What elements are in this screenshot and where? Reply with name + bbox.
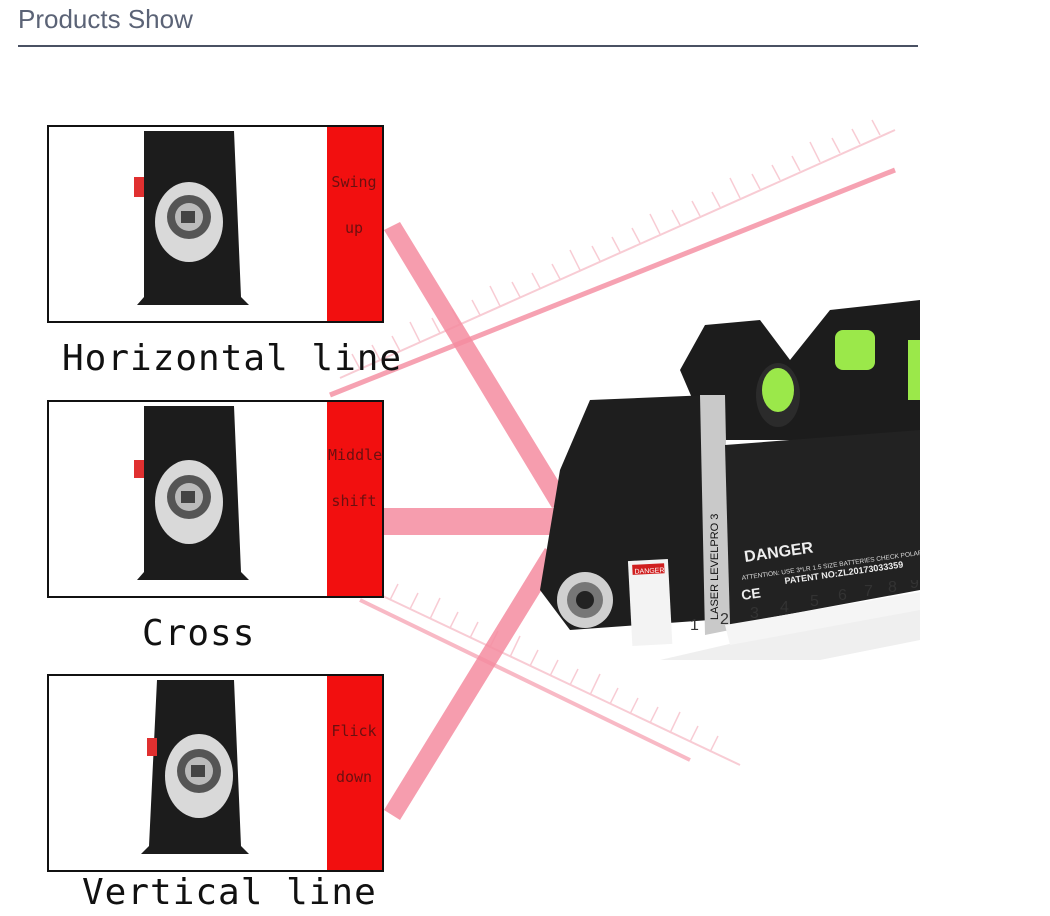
laser-level-device: LASER LEVELPRO 3 DANGER DANGER ATTENTION… <box>540 300 920 660</box>
band-label-line1: Swing <box>331 173 377 191</box>
sticker-danger-text: DANGER <box>634 567 664 576</box>
tape-number: 7 <box>864 583 873 600</box>
tape-number: 8 <box>888 580 897 596</box>
mode-panel-vertical: Flick down <box>47 674 384 872</box>
level-side-view <box>134 131 249 305</box>
ce-mark: CE <box>740 584 761 603</box>
tape-number: 5 <box>810 593 819 610</box>
band-label-line2: up <box>344 219 364 237</box>
level-side-view <box>141 680 249 854</box>
band-label-line1: Middle <box>328 446 383 464</box>
mode-caption-vertical: Vertical line <box>82 872 377 913</box>
level-side-view <box>134 406 249 580</box>
product-image: Swing up Horizontal line Middle shift Cr… <box>0 60 1050 916</box>
title-divider <box>18 45 918 47</box>
device-model-text: LASER LEVELPRO 3 <box>709 514 721 620</box>
action-band <box>327 676 382 870</box>
mode-caption-cross: Cross <box>142 613 256 654</box>
action-band <box>327 127 382 321</box>
band-label-line2: down <box>335 768 373 786</box>
upper-ruler <box>339 119 896 379</box>
laser-beams-graphic <box>329 119 896 820</box>
tape-number: 6 <box>838 587 847 604</box>
band-label-line1: Flick <box>331 722 377 740</box>
tape-scale: 1 2 3 4 5 6 7 8 9 <box>690 580 919 634</box>
mode-panel-cross: Middle shift <box>47 400 384 598</box>
tape-number: 1 <box>690 617 699 634</box>
band-label-line2: shift <box>331 492 377 510</box>
action-band <box>327 402 382 596</box>
mode-panel-horizontal: Swing up <box>47 125 384 323</box>
section-title: Products Show <box>18 4 193 34</box>
tape-number: 4 <box>780 599 789 616</box>
tape-number: 9 <box>910 580 919 592</box>
mode-caption-horizontal: Horizontal line <box>62 338 403 379</box>
lower-ruler <box>369 583 741 766</box>
tape-number: 2 <box>720 611 729 628</box>
tape-number: 3 <box>750 605 759 622</box>
